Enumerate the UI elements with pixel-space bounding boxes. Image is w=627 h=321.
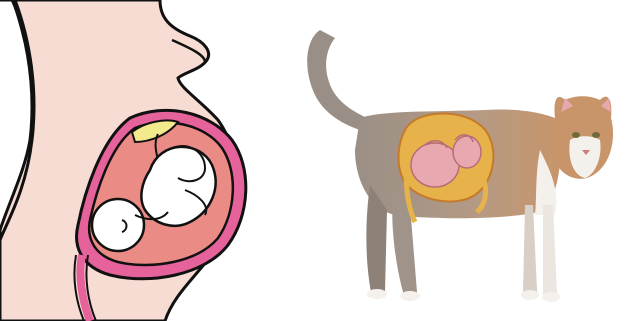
cat-left-eye [572,132,580,138]
pregnant-human-illustration [0,0,270,321]
human-svg [0,0,270,321]
cat-front-leg-2 [543,205,557,300]
cat-kitten-2 [453,136,481,168]
cat-front-leg-1 [523,205,537,297]
cat-paw-3 [521,290,539,300]
fetus-head [92,199,144,251]
pregnant-cat-illustration [285,0,627,321]
cat-right-eye [592,132,600,138]
cat-paw-1 [367,289,387,299]
cat-paw-2 [400,291,420,301]
cat-tail [307,30,367,130]
cat-paw-4 [542,292,560,302]
cat-svg [285,0,627,321]
cat-kitten-1 [411,143,459,187]
